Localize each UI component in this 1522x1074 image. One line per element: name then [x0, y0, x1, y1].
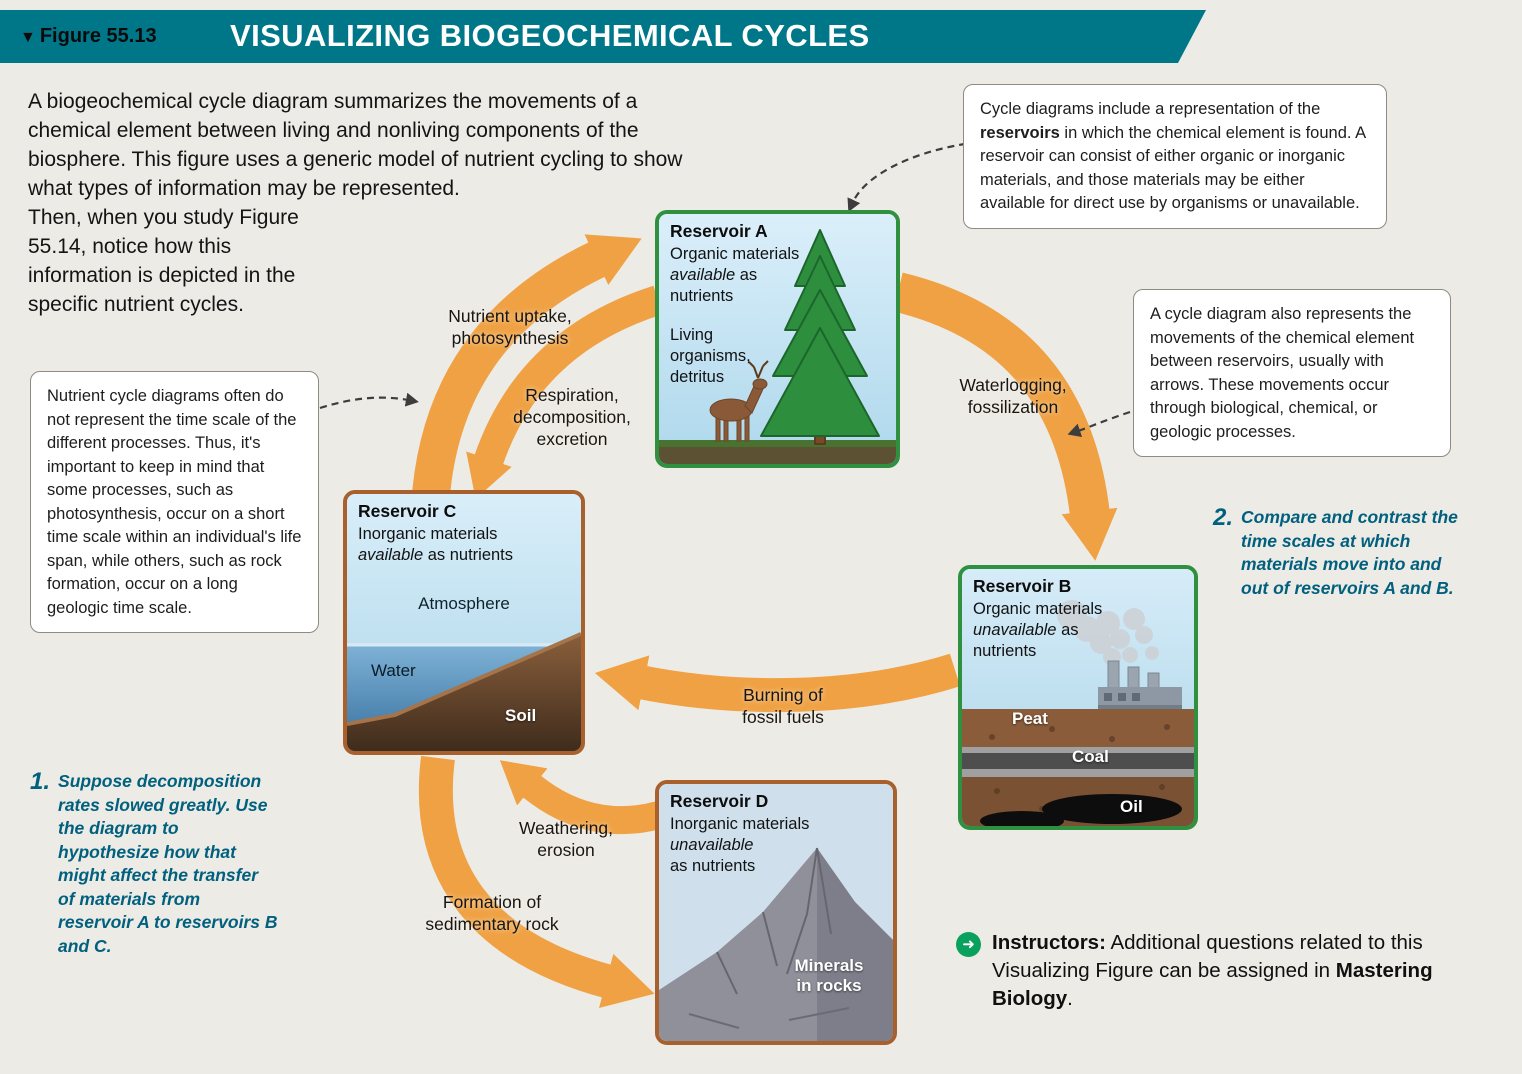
coal-label: Coal — [1072, 747, 1109, 766]
callout-reservoirs-bold: reservoirs — [980, 123, 1060, 142]
reservoir-b-text: Reservoir B Organic materials unavailabl… — [973, 576, 1135, 662]
reservoir-d-title: Reservoir D — [670, 791, 769, 811]
reservoir-a-title: Reservoir A — [670, 221, 768, 241]
instructors-note: ➜ Instructors: Additional questions rela… — [956, 929, 1438, 1013]
minerals-label: Minerals in rocks — [794, 956, 864, 995]
reservoir-d-desc-emph: unavailable — [670, 836, 754, 854]
question-2: 2. Compare and contrast the time scales … — [1213, 506, 1465, 600]
arrow-nutrient-uptake — [411, 234, 642, 510]
intro-wrap-spacer-2 — [481, 174, 696, 203]
question-1-text: Suppose decomposition rates slowed great… — [58, 771, 278, 956]
atmosphere-region — [347, 494, 581, 646]
pointer-dash-timescale-callout — [319, 392, 419, 410]
arrow-waterlogging — [893, 272, 1118, 561]
reservoir-a-desc-pre: Organic materials — [670, 245, 800, 263]
reservoir-b-desc-pre: Organic materials — [973, 600, 1103, 618]
arrow-burning — [594, 653, 961, 713]
reservoir-d-description: Inorganic materials unavailable as nutri… — [670, 814, 838, 877]
reservoir-c-illustration — [347, 494, 581, 751]
pointer-dash-reservoirs-callout — [847, 140, 979, 212]
reservoir-a-illustration — [659, 214, 896, 464]
callout-reservoirs: Cycle diagrams include a representation … — [963, 84, 1387, 229]
reservoir-d-desc-pre: Inorganic materials — [670, 815, 810, 833]
callout-timescale-text: Nutrient cycle diagrams often do not rep… — [47, 387, 302, 617]
reservoir-a-desc-post: as nutrients — [670, 266, 758, 305]
arrow-label-respiration: Respiration, decomposition, excretion — [513, 385, 631, 449]
deer-icon — [709, 360, 769, 442]
reservoir-b-desc-post: as nutrients — [973, 621, 1079, 660]
instructors-end: . — [1067, 987, 1073, 1010]
reservoir-c-title: Reservoir C — [358, 501, 457, 521]
arrow-label-weathering: Weathering, erosion — [518, 818, 614, 860]
instructors-brand: Mastering Biology — [992, 959, 1433, 1010]
mountain-icon — [659, 847, 893, 1041]
reservoir-b-description: Organic materials unavailable as nutrien… — [973, 599, 1135, 662]
arrow-label-nutrient-uptake: Nutrient uptake, photosynthesis — [448, 306, 572, 348]
header-banner: ▼Figure 55.13 VISUALIZING BIOGEOCHEMICAL… — [0, 10, 1206, 63]
reservoir-a-contents: Living organisms, detritus — [670, 326, 751, 386]
reservoir-d-illustration — [659, 784, 893, 1041]
atmosphere-label: Atmosphere — [418, 594, 510, 613]
reservoir-b-desc-emph: unavailable — [973, 621, 1057, 639]
reservoir-b-title: Reservoir B — [973, 576, 1072, 596]
oil-deposit — [1042, 794, 1182, 824]
oil-label: Oil — [1120, 797, 1143, 816]
reservoir-c-desc-pre: Inorganic materials — [358, 525, 498, 543]
reservoir-d-text: Reservoir D Inorganic materials unavaila… — [670, 791, 838, 877]
reservoir-a-desc-emph: available — [670, 266, 736, 284]
intro-wrap-spacer-1 — [684, 87, 696, 174]
callout-reservoirs-text-post: in which the chemical element is found. … — [980, 123, 1366, 213]
question-2-number: 2. — [1213, 504, 1234, 531]
instructors-text: Instructors: Additional questions relate… — [992, 929, 1438, 1013]
reservoir-d-desc-post: as nutrients — [670, 857, 756, 875]
callout-movements-text: A cycle diagram also represents the move… — [1150, 305, 1415, 441]
arrow-label-formation: Formation of sedimentary rock — [425, 892, 559, 934]
reservoir-b-illustration — [962, 569, 1194, 826]
callout-movements: A cycle diagram also represents the move… — [1133, 289, 1451, 457]
peat-label: Peat — [1012, 709, 1048, 728]
intro-text: A biogeochemical cycle diagram summarize… — [28, 90, 683, 316]
soil-label: Soil — [505, 706, 537, 725]
reservoir-a-box: Reservoir A Organic materials available … — [655, 210, 900, 468]
callout-timescale: Nutrient cycle diagrams often do not rep… — [30, 371, 319, 633]
arrow-respiration — [466, 285, 663, 499]
reservoir-a-description: Organic materials available as nutrients — [670, 244, 822, 307]
reservoir-c-box: Reservoir C Inorganic materials availabl… — [343, 490, 585, 755]
figure-pointer-icon: ▼ — [20, 29, 36, 46]
pointer-dash-movements-callout — [1067, 410, 1131, 438]
reservoir-c-desc-emph: available — [358, 546, 424, 564]
instructors-lead: Instructors: — [992, 931, 1106, 954]
reservoir-c-desc-post: as nutrients — [423, 546, 514, 564]
reservoir-b-box: Reservoir B Organic materials unavailabl… — [958, 565, 1198, 830]
reservoir-a-text: Reservoir A Organic materials available … — [670, 221, 822, 388]
question-1-number: 1. — [30, 768, 51, 795]
reservoir-c-text: Reservoir C Inorganic materials availabl… — [358, 501, 566, 566]
question-2-text: Compare and contrast the time scales at … — [1241, 507, 1458, 598]
arrow-label-waterlogging: Waterlogging, fossilization — [959, 375, 1067, 417]
ground-layers — [962, 709, 1194, 826]
instructors-body: Additional questions related to this Vis… — [992, 931, 1423, 982]
arrow-formation — [418, 755, 655, 1009]
figure-label-text: Figure 55.13 — [39, 25, 157, 47]
pine-tree-icon — [760, 229, 880, 445]
water-label: Water — [371, 661, 416, 680]
reservoir-c-description: Inorganic materials available as nutrien… — [358, 524, 566, 566]
soil-region — [347, 634, 581, 751]
question-1: 1. Suppose decomposition rates slowed gr… — [30, 770, 278, 958]
callout-reservoirs-text-pre: Cycle diagrams include a representation … — [980, 100, 1321, 118]
arrow-label-burning: Burning of fossil fuels — [742, 685, 824, 727]
reservoir-d-box: Reservoir D Inorganic materials unavaila… — [655, 780, 897, 1045]
instructors-arrow-icon: ➜ — [956, 932, 981, 957]
factory-icon — [1098, 660, 1182, 711]
page-title: VISUALIZING BIOGEOCHEMICAL CYCLES — [230, 18, 870, 53]
figure-label: ▼Figure 55.13 — [20, 25, 157, 48]
intro-text-block: A biogeochemical cycle diagram summarize… — [28, 87, 696, 413]
